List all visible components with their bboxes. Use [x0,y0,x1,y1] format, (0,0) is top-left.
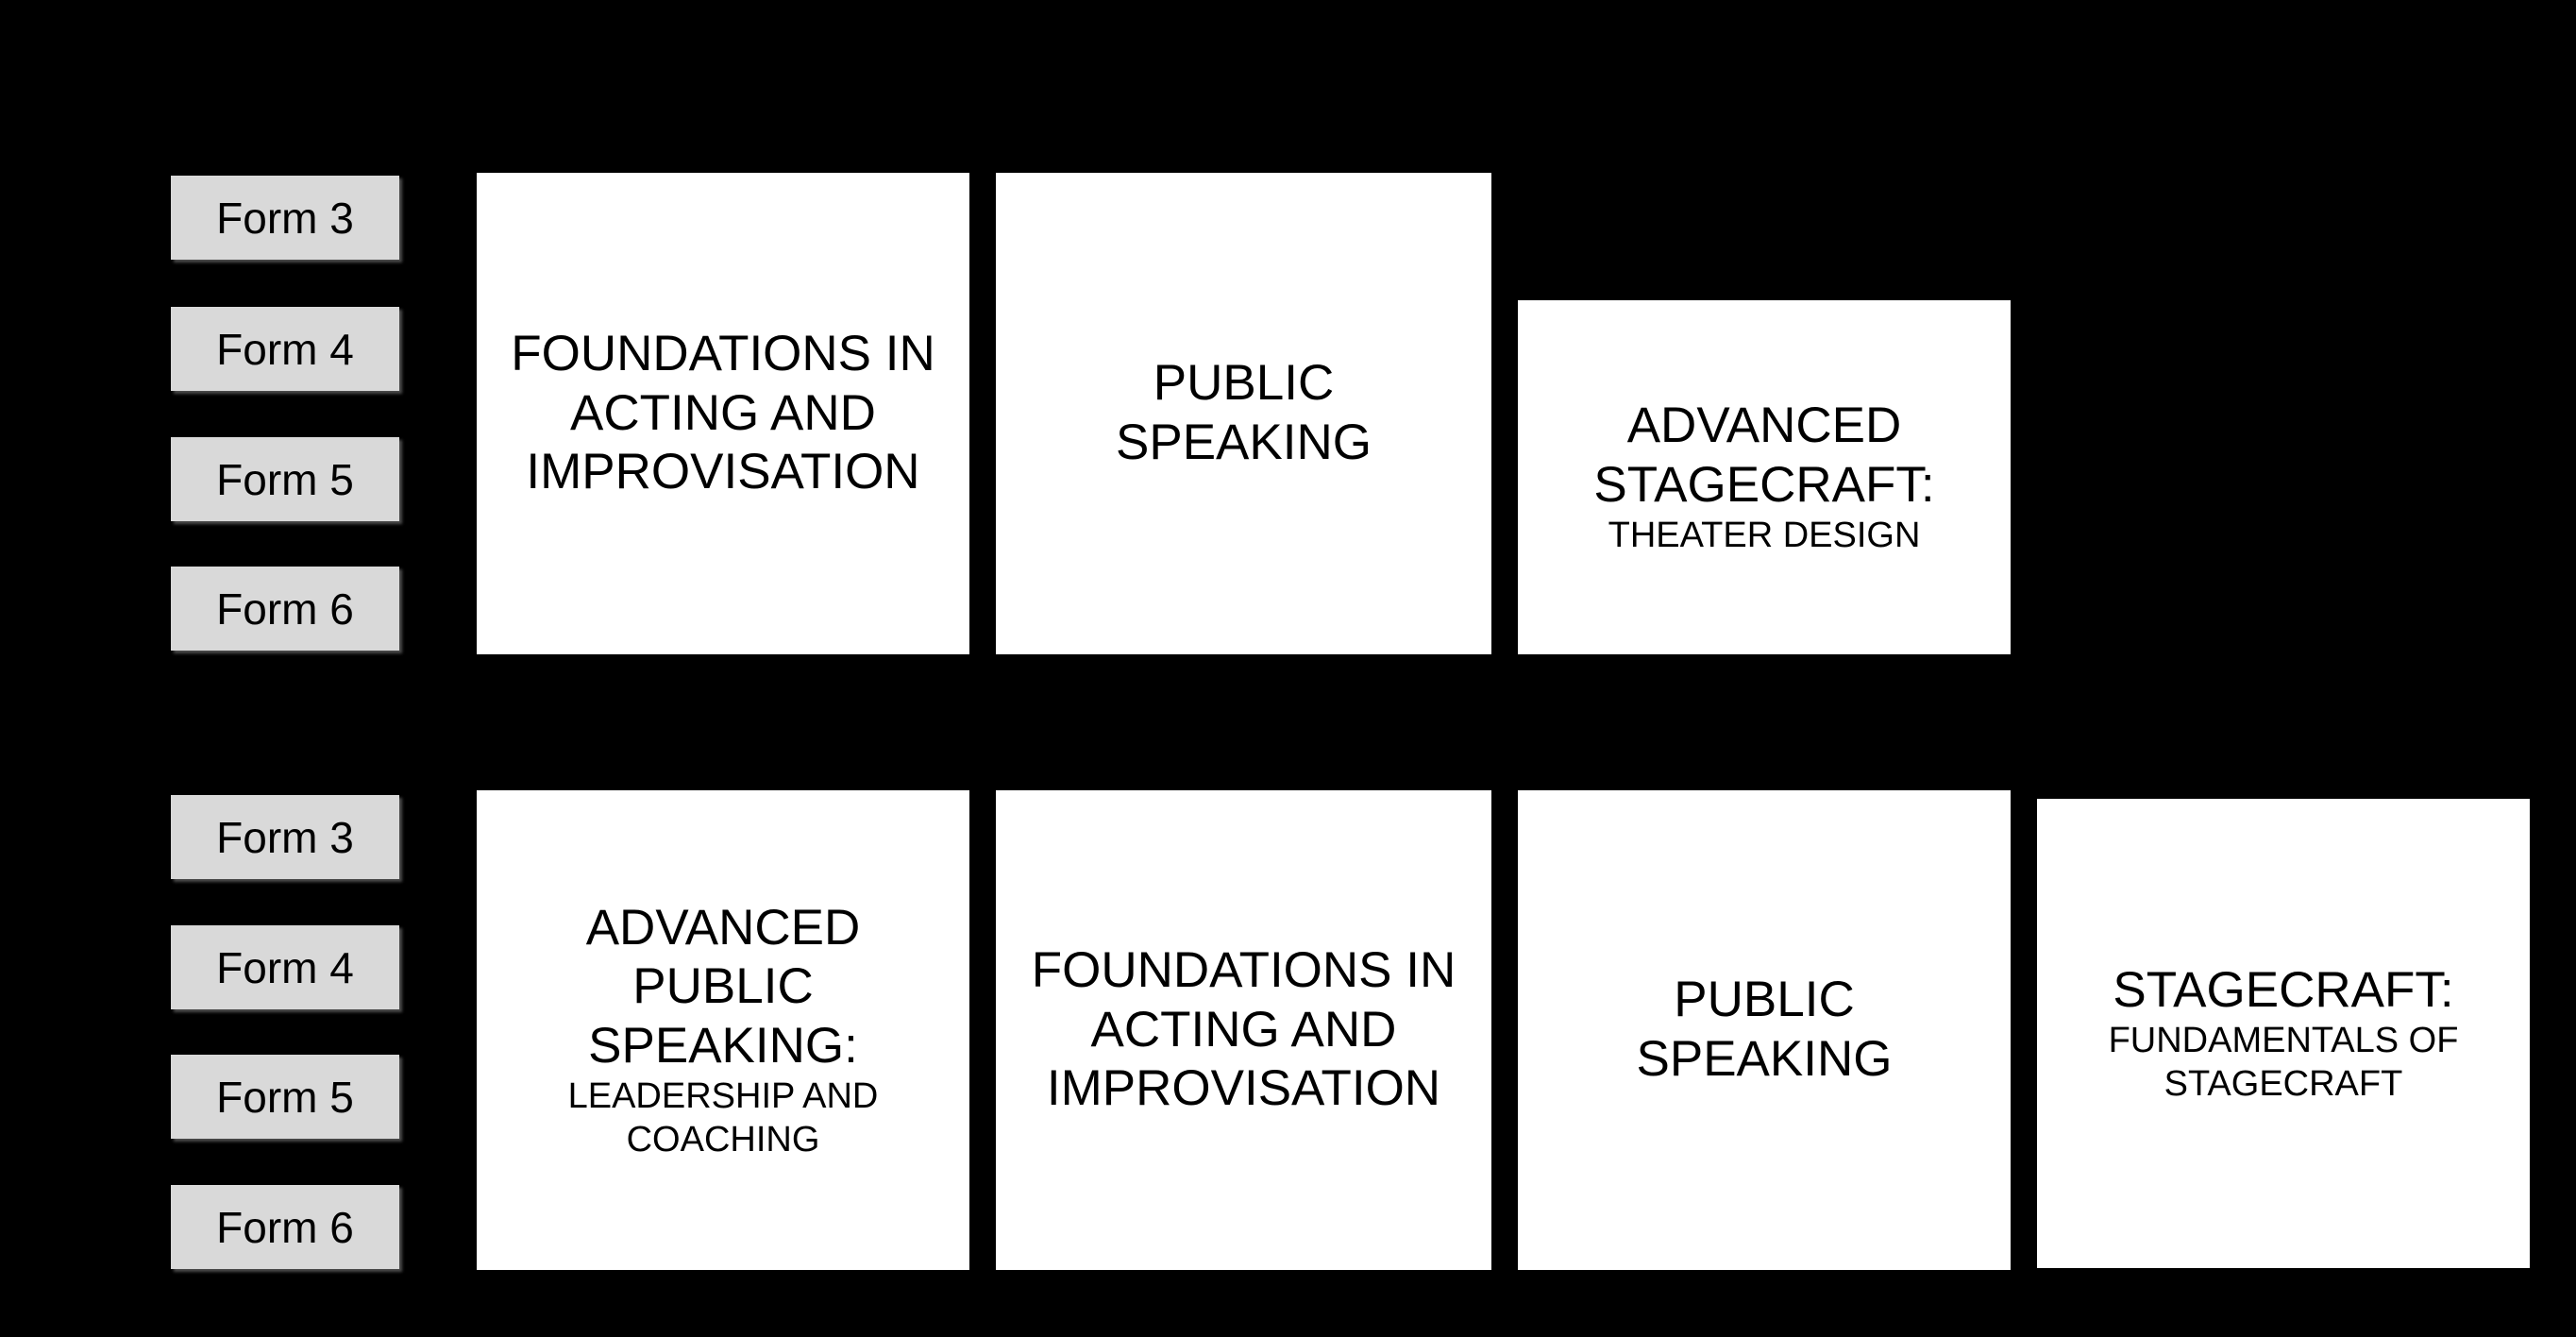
course-subtitle: FUNDAMENTALS OF STAGECRAFT [2108,1021,2459,1104]
course-title: ADVANCED PUBLIC SPEAKING: [585,899,861,1074]
course-title: PUBLIC SPEAKING [1116,355,1372,470]
course-box: STAGECRAFT: FUNDAMENTALS OF STAGECRAFT [2037,799,2530,1268]
course-box: FOUNDATIONS IN ACTING AND IMPROVISATION [477,173,969,654]
form-label: Form 5 [171,1055,399,1139]
course-box: ADVANCED STAGECRAFT: THEATER DESIGN [1518,300,2011,654]
course-box: PUBLIC SPEAKING [1518,790,2011,1270]
course-box: PUBLIC SPEAKING [996,173,1491,654]
form-label: Form 3 [171,795,399,879]
course-title: PUBLIC SPEAKING [1636,972,1893,1087]
course-subtitle: LEADERSHIP AND COACHING [567,1076,879,1159]
course-box: FOUNDATIONS IN ACTING AND IMPROVISATION [996,790,1491,1270]
course-title: ADVANCED STAGECRAFT: [1593,398,1935,513]
form-label: Form 6 [171,1185,399,1269]
form-label: Form 6 [171,567,399,651]
form-label: Form 3 [171,176,399,260]
form-label: Form 5 [171,437,399,521]
course-title: FOUNDATIONS IN ACTING AND IMPROVISATION [1031,942,1456,1117]
form-label: Form 4 [171,307,399,391]
course-title: FOUNDATIONS IN ACTING AND IMPROVISATION [511,326,935,500]
course-subtitle: THEATER DESIGN [1608,516,1921,556]
form-label: Form 4 [171,925,399,1009]
course-title: STAGECRAFT: [2113,961,2454,1018]
course-box: ADVANCED PUBLIC SPEAKING: LEADERSHIP AND… [477,790,969,1270]
